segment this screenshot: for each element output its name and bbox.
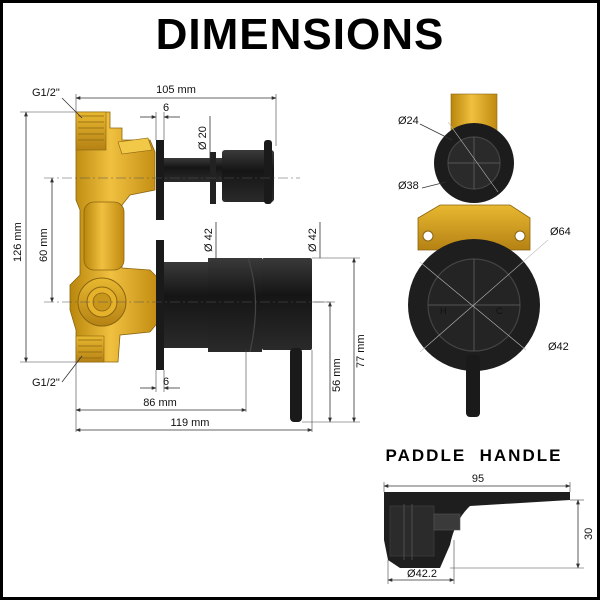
dim-d20: Ø 20 <box>197 126 209 150</box>
dim-60mm: 60 mm <box>38 228 50 262</box>
dim-126mm: 126 mm <box>12 222 24 262</box>
dim-77mm: 77 mm <box>355 334 367 368</box>
dim-30: 30 <box>583 528 595 540</box>
dim-105mm: 105 mm <box>156 84 196 96</box>
label-g12-top: G1/2" <box>32 87 60 99</box>
mixer-handle <box>164 257 312 422</box>
svg-text:H: H <box>440 306 447 316</box>
lower-wall-plate <box>156 240 164 370</box>
dim-6-bottom: 6 <box>163 376 169 388</box>
paddle-handle-title: PADDLE HANDLE <box>385 446 563 465</box>
svg-text:C: C <box>496 306 503 316</box>
dim-d42-2: Ø42.2 <box>407 568 437 580</box>
dim-d42-b: Ø 42 <box>307 228 319 252</box>
label-g12-bottom: G1/2" <box>32 377 60 389</box>
dim-d24: Ø24 <box>398 115 419 127</box>
diverter-knob <box>164 140 274 204</box>
dim-d38: Ø38 <box>398 180 419 192</box>
front-mounting-bracket <box>417 204 531 251</box>
paddle-handle-view: 95 30 Ø42.2 <box>383 473 595 584</box>
dim-d42-a: Ø 42 <box>203 228 215 252</box>
upper-wall-plate <box>156 140 164 220</box>
side-view: 105 mm 6 Ø 20 126 mm 60 mm G1/2" G1/2" Ø… <box>12 84 367 432</box>
valve-body-brass <box>69 111 161 363</box>
dim-6-top: 6 <box>163 102 169 114</box>
dim-56mm: 56 mm <box>331 358 343 392</box>
page-title: DIMENSIONS <box>155 10 445 59</box>
front-mixer-lever <box>466 355 480 417</box>
dim-86mm: 86 mm <box>143 397 177 409</box>
dim-95: 95 <box>472 473 484 485</box>
front-view: H C Ø24 Ø38 Ø64 Ø42 <box>398 93 571 417</box>
dim-d64: Ø64 <box>550 226 571 238</box>
dim-119mm: 119 mm <box>171 417 210 429</box>
dim-d42-front: Ø42 <box>548 341 569 353</box>
